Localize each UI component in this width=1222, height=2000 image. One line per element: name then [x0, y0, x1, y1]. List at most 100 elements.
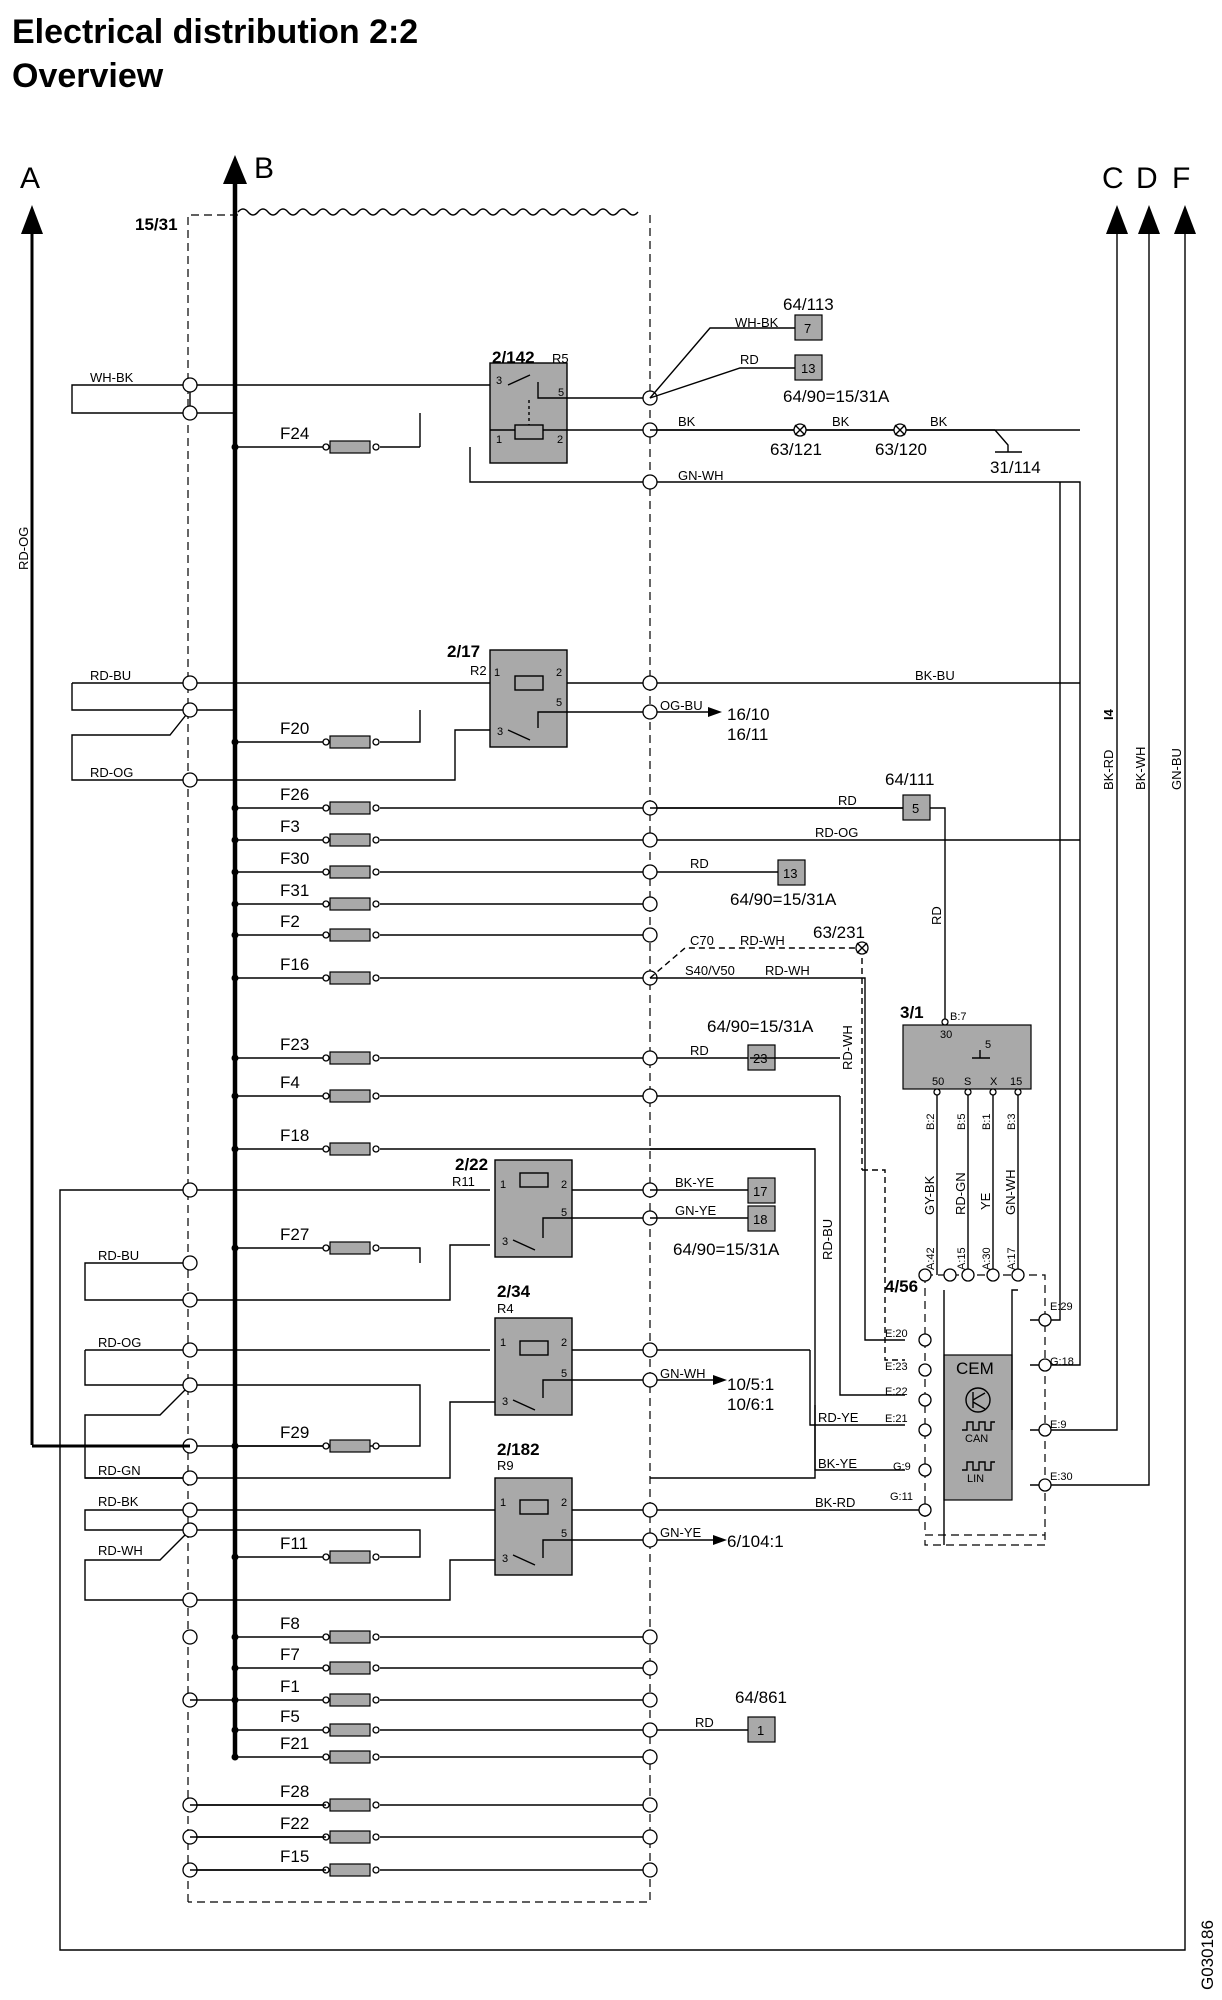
- component-64-90-b[interactable]: 13 RD 64/90=15/31A: [690, 856, 837, 909]
- arrow-up-icon: [1174, 205, 1196, 234]
- fuse-f29[interactable]: F29: [231, 1423, 380, 1453]
- component-cem-4-56[interactable]: 4/56 A:42 A:15 A:30 A:17 CEM CAN LIN E:2…: [59, 230, 1186, 1951]
- relay-2-22[interactable]: 2/22 R11 1 2 5 3: [59, 1155, 650, 1301]
- fuse-f26[interactable]: F26: [231, 785, 380, 815]
- fuse-f1[interactable]: F1: [231, 1677, 380, 1707]
- terminal: [642, 675, 658, 691]
- fuse-icon: [329, 833, 371, 847]
- connector-F[interactable]: F: [1172, 162, 1196, 234]
- relay-2-34[interactable]: 2/34 R4 1 2 5 3: [84, 1282, 811, 1479]
- fuse-f7[interactable]: F7: [231, 1645, 380, 1675]
- terminal: [642, 1829, 658, 1845]
- fuse-label: F26: [280, 785, 309, 804]
- fuse-output-wiring: [380, 413, 1080, 1871]
- wire-label: WH-BK: [90, 370, 134, 385]
- fuse-f16[interactable]: F16: [231, 955, 380, 985]
- junction-dot: [231, 836, 239, 844]
- fuse-label: F27: [280, 1225, 309, 1244]
- ground-chain[interactable]: BK BK BK 63/121 63/120 31/114: [650, 414, 1041, 477]
- fuse-f20[interactable]: F20: [231, 719, 380, 749]
- terminal-group: [32, 377, 658, 1878]
- component-label: 4/56: [885, 1277, 918, 1296]
- pin-label: G:18: [1050, 1356, 1074, 1368]
- pin-label: A:15: [956, 1247, 968, 1270]
- terminal: [642, 1797, 658, 1813]
- component-64-861[interactable]: 64/861 1 RD: [695, 1688, 787, 1743]
- terminal: [642, 864, 658, 880]
- component-64-90-d[interactable]: 17 18 BK-YE GN-YE 64/90=15/31A: [650, 1175, 780, 1259]
- relay-2-182-name: R9: [497, 1458, 514, 1473]
- component-label: 10/5:1: [727, 1375, 774, 1394]
- fuse-f18[interactable]: F18: [231, 1126, 380, 1156]
- relay-2-17-name: R2: [470, 663, 487, 678]
- fuse-f23[interactable]: F23: [231, 1035, 380, 1065]
- component-64-111[interactable]: 64/111 5 RD RD: [650, 770, 946, 1020]
- arrow-up-icon: [1106, 205, 1128, 234]
- pin-label: 18: [753, 1212, 767, 1227]
- wire-label: BK-BU: [915, 668, 955, 683]
- relay-switch-icon: [507, 711, 567, 741]
- junction-dot: [231, 974, 239, 982]
- component-64-90-c[interactable]: 64/90=15/31A 23 RD: [690, 1017, 814, 1071]
- connector-label-b: B: [254, 152, 274, 185]
- pin-label: 13: [801, 361, 815, 376]
- connector-B[interactable]: B: [223, 152, 274, 185]
- pin-label: E:30: [1050, 1471, 1073, 1483]
- fuse-f11[interactable]: F11: [231, 1534, 380, 1564]
- relay-coil-icon: [519, 1340, 549, 1356]
- pin-label: B:3: [1006, 1113, 1018, 1130]
- fuse-f4[interactable]: F4: [231, 1073, 380, 1103]
- junction-dot: [231, 1145, 239, 1153]
- relay-2-182[interactable]: 2/182 R9 1 2 5 3: [84, 1440, 924, 1601]
- wire-label: RD-OG: [98, 1335, 141, 1350]
- junction-dot: [231, 804, 239, 812]
- wire-label: RD: [929, 906, 944, 925]
- component-label: 6/104:1: [727, 1532, 784, 1551]
- connector-D[interactable]: D: [1136, 162, 1160, 234]
- fuse-icon: [329, 1693, 371, 1707]
- fuse-label: F21: [280, 1734, 309, 1753]
- pin-label: B:5: [956, 1113, 968, 1130]
- relay-coil-icon: [519, 1172, 549, 1188]
- relay-pin: 1: [500, 1179, 506, 1191]
- junction-dot: [231, 1633, 239, 1641]
- fuse-f22[interactable]: F22: [190, 1814, 380, 1844]
- wire-label: RD-BU: [820, 1219, 835, 1260]
- pin-label: 17: [753, 1184, 767, 1199]
- fuse-f24[interactable]: F24: [231, 424, 380, 454]
- fuse-f5[interactable]: F5: [231, 1707, 380, 1737]
- terminal: [182, 1182, 198, 1198]
- fuse-f27[interactable]: F27: [231, 1225, 380, 1255]
- connector-A[interactable]: A: [20, 162, 43, 1445]
- component-64-113[interactable]: 64/113 7 13 WH-BK RD 64/90=15/31A: [649, 295, 890, 406]
- fuse-f15[interactable]: F15: [190, 1847, 380, 1877]
- connector-C[interactable]: C: [1102, 162, 1128, 234]
- relay-2-142[interactable]: 2/142 R5 3 5 1 2: [71, 348, 1081, 690]
- fuse-f21[interactable]: F21: [231, 1734, 380, 1764]
- fuse-icon: [329, 440, 371, 454]
- fuse-f8[interactable]: F8: [231, 1614, 380, 1644]
- fuse-f28[interactable]: F28: [190, 1782, 380, 1812]
- component-label: 63/121: [770, 440, 822, 459]
- pin-label: G:9: [893, 1461, 911, 1473]
- fuse-f30[interactable]: F30: [231, 849, 380, 879]
- relay-pin: 2: [561, 1179, 567, 1191]
- component-ignition-3-1[interactable]: 3/1 B:7 30 5 50 S X 15 B:2 B:5 B:1 B:3 G…: [900, 1003, 1032, 1275]
- wire-label: RD-GN: [98, 1463, 141, 1478]
- wire-label: BK-YE: [675, 1175, 714, 1190]
- relay-pin: 5: [561, 1368, 567, 1380]
- relay-2-17[interactable]: 2/17 R2 1 2 5 3: [71, 642, 1080, 781]
- wire-label: BK: [832, 414, 850, 429]
- pin-label: B:2: [925, 1113, 937, 1130]
- fuse-f2[interactable]: F2: [231, 912, 380, 942]
- terminal: [642, 1342, 658, 1358]
- wire-label: GN-BU: [1169, 748, 1184, 790]
- relay-pin: 1: [494, 667, 500, 679]
- figure-id: G030186: [1198, 1920, 1217, 1990]
- wire-label: RD-WH: [840, 1025, 855, 1070]
- fuse-label: F28: [280, 1782, 309, 1801]
- fuse-f3[interactable]: F3: [231, 817, 380, 847]
- fuse-f31[interactable]: F31: [231, 881, 380, 911]
- terminal: [642, 1862, 658, 1878]
- component-label: 64/90=15/31A: [673, 1240, 780, 1259]
